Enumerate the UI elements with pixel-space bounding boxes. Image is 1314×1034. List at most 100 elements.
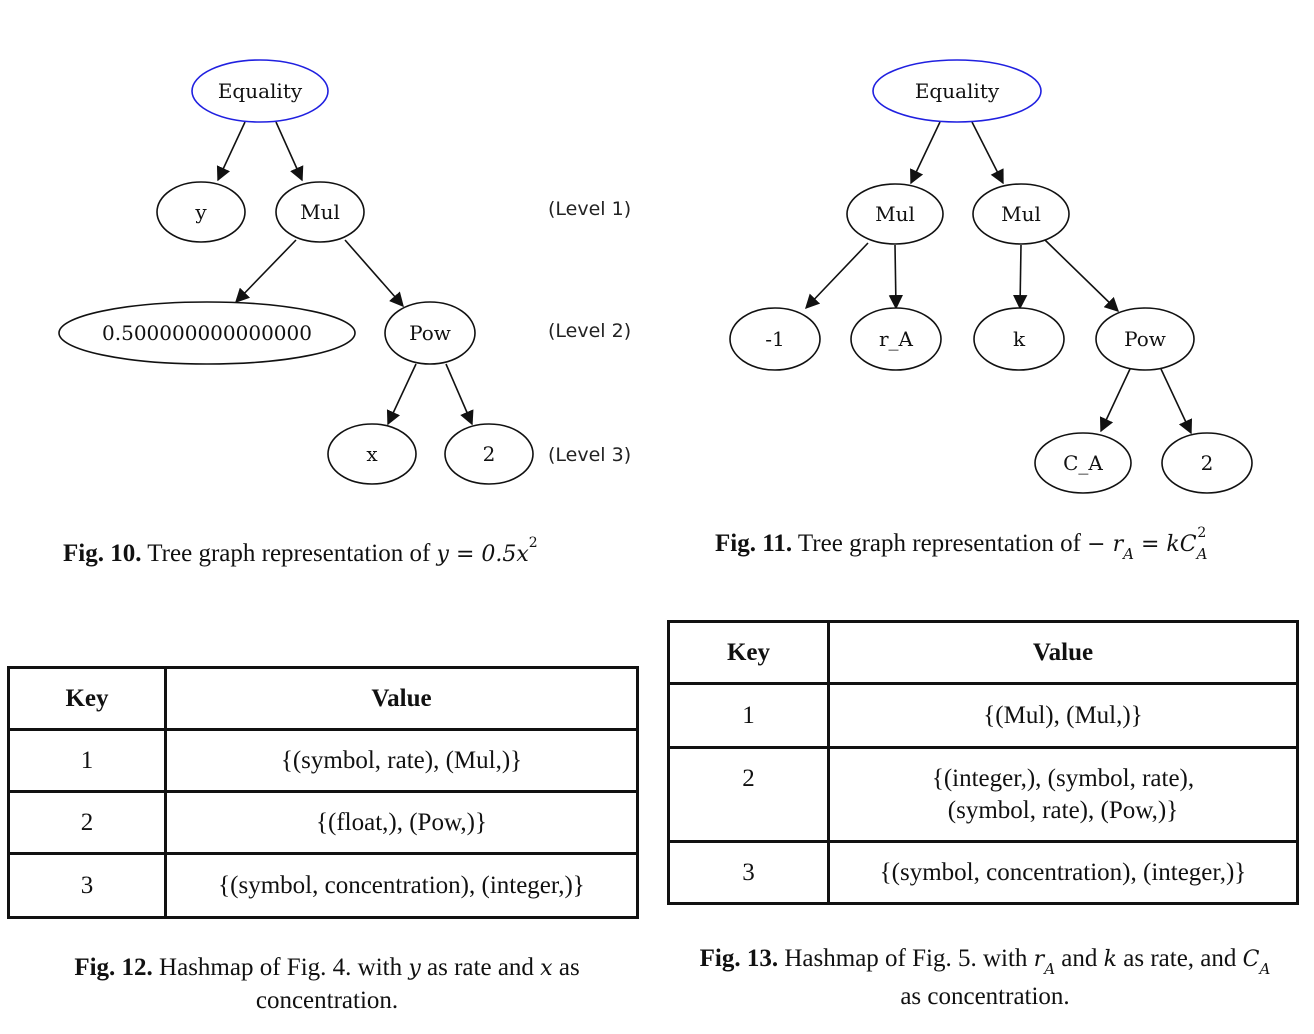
value-cell: {(symbol, concentration), (integer,)} bbox=[164, 852, 639, 919]
edge bbox=[1099, 368, 1131, 433]
fig10-caption: Fig. 10. Tree graph representation of y … bbox=[63, 534, 538, 571]
node-neg-one-label: -1 bbox=[765, 327, 784, 351]
fig13-var-c: C bbox=[1242, 947, 1260, 972]
fig11-caption-text: Tree graph representation of bbox=[797, 530, 1081, 557]
value-cell: {(symbol, rate), (Mul,)} bbox=[164, 728, 639, 793]
node-equality-label: Equality bbox=[915, 79, 1000, 103]
table-row: 1 {(symbol, rate), (Mul,)} bbox=[7, 728, 639, 793]
fig10-caption-equation: y = 0.5x2 bbox=[437, 535, 538, 567]
fig13-var-r-subscript: A bbox=[1044, 960, 1056, 978]
fig12-caption-line-1: Fig. 12. Hashmap of Fig. 4. with y as ra… bbox=[7, 952, 647, 985]
edge bbox=[1160, 368, 1193, 435]
table-row: 3 {(symbol, concentration), (integer,)} bbox=[7, 852, 639, 919]
value-header: Value bbox=[164, 666, 639, 731]
level-1-label: (Level 1) bbox=[548, 198, 631, 220]
node-float-label: 0.500000000000000 bbox=[102, 321, 312, 345]
key-cell: 3 bbox=[667, 840, 830, 905]
fig13-caption: Fig. 13. Hashmap of Fig. 5. with rA and … bbox=[665, 938, 1305, 1010]
node-c-a-label: C_A bbox=[1063, 451, 1103, 475]
fig10-equation-exponent: 2 bbox=[528, 535, 538, 551]
fig11-equation-subscript-2: A bbox=[1196, 545, 1208, 563]
fig13-var-r: r bbox=[1033, 947, 1045, 972]
table-row: 1 {(Mul), (Mul,)} bbox=[667, 682, 1299, 749]
edge bbox=[234, 239, 297, 304]
node-equality bbox=[872, 59, 1042, 123]
edge bbox=[1013, 244, 1028, 310]
key-header: Key bbox=[667, 620, 830, 685]
node-pow bbox=[1095, 307, 1195, 371]
key-cell: 2 bbox=[7, 790, 167, 855]
node-x-label: x bbox=[366, 442, 378, 466]
value-line-2: (symbol, rate), (Pow,)} bbox=[947, 796, 1179, 824]
fig11-caption-label: Fig. 11. bbox=[715, 530, 793, 557]
fig10-caption-label: Fig. 10. bbox=[63, 540, 142, 567]
fig13-caption-text-b: and bbox=[1061, 945, 1098, 972]
table-row: 2 {(integer,), (symbol, rate), (symbol, … bbox=[667, 746, 1299, 843]
key-cell: 1 bbox=[7, 728, 167, 793]
key-cell: 1 bbox=[667, 682, 830, 749]
node-two-label: 2 bbox=[1201, 451, 1214, 475]
node-two bbox=[1161, 432, 1253, 494]
value-cell: {(Mul), (Mul,)} bbox=[827, 682, 1299, 749]
node-mul-left-label: Mul bbox=[875, 202, 915, 226]
value-cell: {(integer,), (symbol, rate), (symbol, ra… bbox=[827, 746, 1299, 843]
node-y bbox=[156, 181, 246, 243]
node-r-a bbox=[850, 307, 942, 371]
fig12-caption-text-a: Hashmap of Fig. 4. with bbox=[159, 954, 403, 981]
node-equality-label: Equality bbox=[218, 79, 303, 103]
table-header-row: Key Value bbox=[7, 666, 639, 731]
node-pow-label: Pow bbox=[1124, 327, 1166, 351]
fig11-equation-subscript: A bbox=[1123, 545, 1134, 563]
node-k bbox=[973, 307, 1065, 371]
node-y-label: y bbox=[194, 200, 207, 224]
fig12-caption-text-c: as bbox=[558, 954, 580, 981]
fig12-caption-line-2: concentration. bbox=[255, 986, 399, 1014]
level-labels: (Level 1) (Level 2) (Level 3) bbox=[548, 198, 631, 466]
key-cell: 3 bbox=[7, 852, 167, 919]
fig10-labels: Equality y Mul 0.500000000000000 Pow x 2 bbox=[102, 79, 495, 466]
fig10-caption-text: Tree graph representation of bbox=[147, 540, 431, 567]
fig13-caption-line-2: as concentration. bbox=[900, 982, 1070, 1010]
fig11-equation-lhs: − r bbox=[1087, 532, 1124, 557]
level-3-label: (Level 3) bbox=[548, 444, 631, 466]
node-c-a bbox=[1034, 432, 1132, 494]
edge bbox=[805, 242, 869, 310]
edge bbox=[275, 121, 304, 182]
fig12-hashmap-table: Key Value 1 {(symbol, rate), (Mul,)} 2 {… bbox=[7, 666, 639, 919]
table-row: 2 {(float,), (Pow,)} bbox=[7, 790, 639, 855]
edge bbox=[216, 121, 246, 182]
node-pow-label: Pow bbox=[409, 321, 451, 345]
tree-graphs: Equality y Mul 0.500000000000000 Pow x 2… bbox=[58, 59, 1253, 494]
value-cell: {(symbol, concentration), (integer,)} bbox=[827, 840, 1299, 905]
node-two-label: 2 bbox=[483, 442, 496, 466]
edge bbox=[910, 121, 941, 185]
fig13-hashmap-table: Key Value 1 {(Mul), (Mul,)} 2 {(integer,… bbox=[667, 620, 1299, 905]
fig11-nodes bbox=[729, 59, 1253, 494]
fig12-caption-text-b: as rate and bbox=[427, 954, 534, 981]
fig12-caption-label: Fig. 12. bbox=[74, 954, 153, 981]
fig13-caption-text-c: as rate, and bbox=[1123, 945, 1237, 972]
node-mul-label: Mul bbox=[300, 200, 340, 224]
node-pow bbox=[384, 301, 476, 365]
node-x bbox=[327, 423, 417, 485]
value-line-1: {(integer,), (symbol, rate), bbox=[931, 765, 1195, 793]
fig13-caption-text-a: Hashmap of Fig. 5. with bbox=[784, 945, 1028, 972]
fig11-equation-rhs: = kC bbox=[1133, 532, 1197, 557]
node-mul bbox=[275, 181, 365, 243]
node-neg-one bbox=[729, 307, 821, 371]
fig13-caption-line-1: Fig. 13. Hashmap of Fig. 5. with rA and … bbox=[665, 938, 1305, 983]
value-cell: {(float,), (Pow,)} bbox=[164, 790, 639, 855]
fig13-caption-var-ca: CA bbox=[1242, 947, 1271, 978]
key-header: Key bbox=[7, 666, 167, 731]
edge bbox=[344, 239, 404, 308]
fig12-caption-var-x: x bbox=[540, 956, 553, 981]
value-header: Value bbox=[827, 620, 1299, 685]
fig13-var-c-subscript: A bbox=[1259, 960, 1271, 978]
node-two bbox=[444, 423, 534, 485]
node-r-a-label: r_A bbox=[879, 327, 914, 351]
fig11-labels: Equality Mul Mul -1 r_A k Pow C_A 2 bbox=[765, 79, 1213, 475]
fig12-caption-var-y: y bbox=[408, 956, 421, 981]
edge bbox=[445, 363, 474, 426]
fig13-caption-var-ra: rA bbox=[1033, 947, 1055, 978]
level-2-label: (Level 2) bbox=[548, 320, 631, 342]
